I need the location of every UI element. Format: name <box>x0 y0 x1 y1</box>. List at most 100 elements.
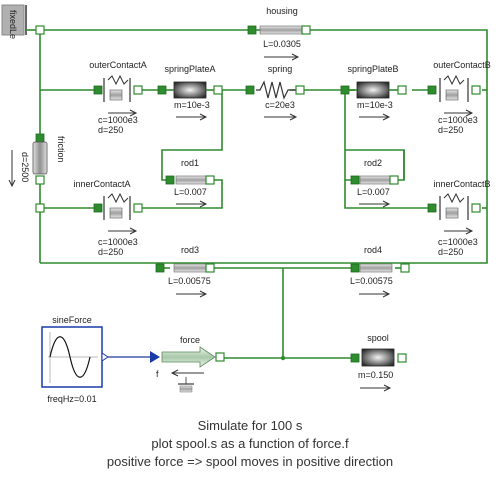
rod4-port-b[interactable] <box>400 263 410 273</box>
spool-arrow-icon <box>360 384 392 392</box>
friction-port-a[interactable] <box>35 133 45 143</box>
outer-contact-b-port-a[interactable] <box>427 85 437 95</box>
spool-port-b[interactable] <box>397 353 407 363</box>
fixed-component[interactable]: fixedLe <box>1 4 45 39</box>
outer-contact-b-port-b[interactable] <box>471 85 481 95</box>
rod2-body <box>359 175 391 185</box>
friction-body <box>32 141 48 175</box>
outer-contact-b-d: d=250 <box>438 125 463 135</box>
housing-port-b[interactable] <box>301 25 311 35</box>
inner-contact-b-name: innerContactB <box>433 179 490 189</box>
rod3-param: L=0.00575 <box>168 276 211 286</box>
spring-plate-b[interactable]: springPlateB m=10e-3 <box>340 64 407 121</box>
rod2-param: L=0.007 <box>357 187 390 197</box>
outer-contact-a-port-b[interactable] <box>133 85 143 95</box>
rod4-body <box>359 263 393 273</box>
spool-body <box>361 348 395 367</box>
spring-plate-a-port-b[interactable] <box>213 85 223 95</box>
rod1-name: rod1 <box>181 158 199 168</box>
spring-component[interactable]: spring c=20e3 <box>245 64 305 121</box>
caption-line-3: positive force => spool moves in positiv… <box>107 454 393 469</box>
rod1-body <box>175 175 207 185</box>
force-component[interactable]: force f <box>150 335 225 393</box>
rod3-port-b[interactable] <box>205 263 215 273</box>
rod2-name: rod2 <box>364 158 382 168</box>
rod4-component[interactable]: rod4 L=0.00575 <box>350 245 410 298</box>
fixed-flange[interactable] <box>35 25 45 35</box>
spring-param: c=20e3 <box>265 100 295 110</box>
inner-contact-b-port-a[interactable] <box>427 203 437 213</box>
junction-dot <box>280 355 286 361</box>
inner-contact-a-arrow-icon <box>108 227 138 235</box>
housing-body <box>259 25 303 35</box>
inner-contact-a-port-left[interactable] <box>35 203 45 213</box>
outer-contact-a-name: outerContactA <box>89 60 147 70</box>
rod3-component[interactable]: rod3 L=0.00575 <box>155 245 215 298</box>
force-arrow-body <box>161 346 216 368</box>
rod1-param: L=0.007 <box>174 187 207 197</box>
outer-contact-b-c: c=1000e3 <box>438 115 478 125</box>
inner-contact-a-c: c=1000e3 <box>98 237 138 247</box>
inner-contact-a[interactable]: innerContactA c=1000e3 d=250 <box>35 179 143 257</box>
rod2-arrow-icon <box>359 200 391 208</box>
inner-contact-b[interactable]: innerContactB c=1000e3 d=250 <box>427 179 491 257</box>
friction-component[interactable]: friction d=2500 <box>8 133 66 188</box>
rod3-name: rod3 <box>181 245 199 255</box>
spring-plate-b-port-b[interactable] <box>397 85 407 95</box>
inner-contact-a-port-a[interactable] <box>93 203 103 213</box>
housing-port-a[interactable] <box>247 25 257 35</box>
force-arrow-icon <box>170 369 204 377</box>
outer-contact-a[interactable]: outerContactA c=1000e3 d=250 <box>89 60 147 135</box>
inner-contact-b-d: d=250 <box>438 247 463 257</box>
rod2-port-b[interactable] <box>389 175 399 185</box>
spring-arrow-icon <box>264 113 298 121</box>
friction-name: friction <box>56 136 66 163</box>
inner-contact-b-port-b[interactable] <box>471 203 481 213</box>
spool-name: spool <box>367 333 389 343</box>
rod3-port-a[interactable] <box>155 263 165 273</box>
spring-port-a[interactable] <box>245 85 255 95</box>
inner-contact-a-port-b[interactable] <box>133 203 143 213</box>
force-name: force <box>180 335 200 345</box>
outer-contact-a-c: c=1000e3 <box>98 115 138 125</box>
housing-rod[interactable]: housing L=0.0305 <box>247 6 311 61</box>
inner-contact-a-d: d=250 <box>98 247 123 257</box>
rod3-arrow-icon <box>176 290 208 298</box>
force-input-port[interactable] <box>150 351 160 363</box>
spring-plate-b-arrow-icon <box>359 113 391 121</box>
fixed-block <box>1 4 25 36</box>
spring-plate-a-arrow-icon <box>176 113 208 121</box>
connection-wires <box>39 29 488 359</box>
rod4-port-a[interactable] <box>350 263 360 273</box>
sine-force-output[interactable] <box>101 352 109 362</box>
housing-name: housing <box>266 6 298 16</box>
rod2-port-a[interactable] <box>350 175 360 185</box>
rod1-port-b[interactable] <box>205 175 215 185</box>
rod4-arrow-icon <box>359 290 391 298</box>
spring-plate-a-port-a[interactable] <box>157 85 167 95</box>
inner-contact-a-name: innerContactA <box>73 179 130 189</box>
spool-port-a[interactable] <box>350 353 360 363</box>
spool-component[interactable]: spool m=0.150 <box>350 333 407 392</box>
friction-port-b[interactable] <box>35 175 45 185</box>
sine-force-param: freqHz=0.01 <box>47 394 96 404</box>
rod4-param: L=0.00575 <box>350 276 393 286</box>
spring-plate-b-body <box>356 81 390 99</box>
rod1-component[interactable]: rod1 L=0.007 <box>165 158 215 208</box>
sine-wave-icon <box>49 336 91 378</box>
outer-contact-b-arrow-icon <box>444 109 474 117</box>
spring-port-b[interactable] <box>295 85 305 95</box>
outer-contact-a-port-a[interactable] <box>93 85 103 95</box>
sine-force-component[interactable]: sineForce freqHz=0.01 <box>41 315 109 404</box>
outer-contact-a-d: d=250 <box>98 125 123 135</box>
housing-arrow-icon <box>264 53 300 61</box>
rod1-port-a[interactable] <box>165 175 175 185</box>
housing-param: L=0.0305 <box>263 39 301 49</box>
spring-plate-b-port-a[interactable] <box>340 85 350 95</box>
rod2-component[interactable]: rod2 L=0.007 <box>350 158 399 208</box>
force-port-b[interactable] <box>215 352 225 362</box>
inner-contact-b-arrow-icon <box>444 227 474 235</box>
outer-contact-b-name: outerContactB <box>433 60 491 70</box>
outer-contact-b[interactable]: outerContactB c=1000e3 d=250 <box>427 60 491 135</box>
spring-plate-a[interactable]: springPlateA m=10e-3 <box>157 64 223 121</box>
